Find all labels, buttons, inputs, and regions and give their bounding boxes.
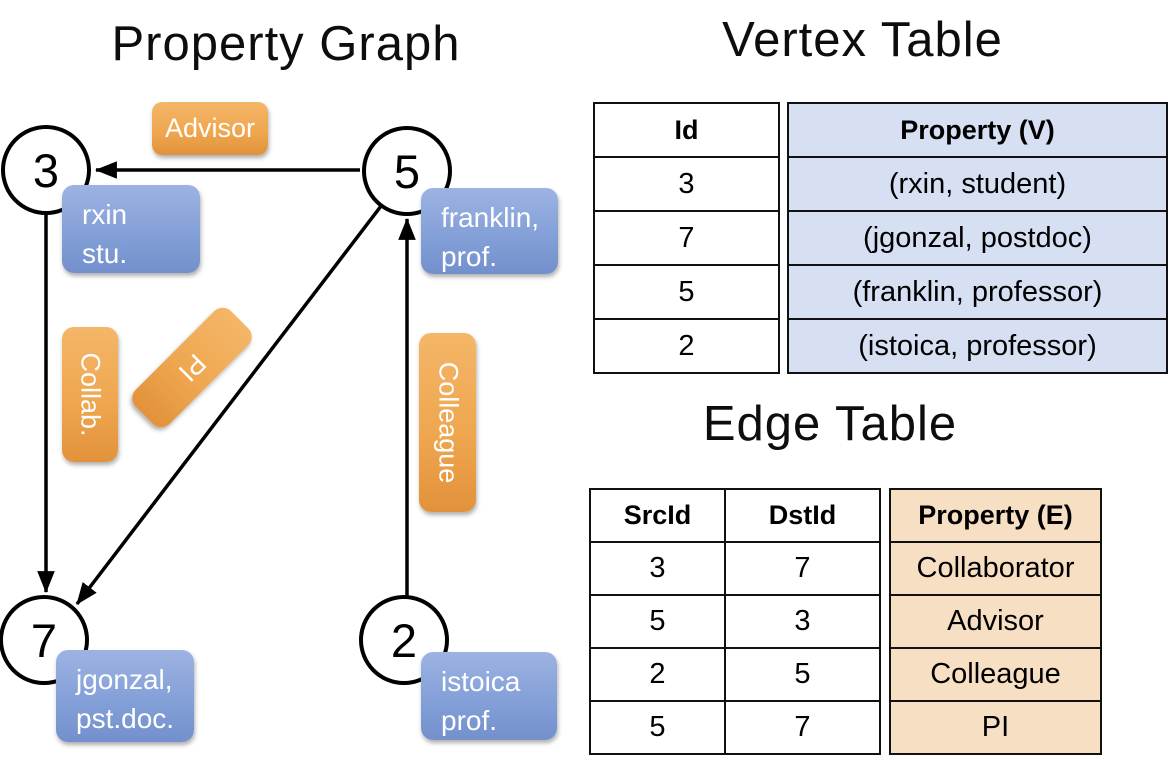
node-2-label: 2 [390, 613, 418, 667]
edge-row-dst: 3 [724, 596, 879, 647]
edge-row-property: Colleague [891, 647, 1100, 700]
vertex-table-property-header: Property (V) [789, 104, 1166, 156]
edge-table-src-dst-columns: SrcId DstId 3 7 5 3 2 5 5 7 [589, 488, 881, 755]
edge-table-property-header: Property (E) [891, 490, 1100, 541]
franklin-vertex-badge: franklin, prof. [421, 188, 558, 274]
vertex-row-property: (franklin, professor) [789, 264, 1166, 318]
vertex-row-id: 7 [595, 210, 778, 264]
istoica-vertex-badge: istoica prof. [421, 652, 557, 740]
franklin-line2: prof. [441, 241, 498, 272]
collab-edge-label: Collab. [75, 352, 106, 437]
vertex-table-id-header: Id [674, 114, 699, 145]
graph-node-2: 2 [359, 595, 449, 685]
rxin-vertex-badge: rxin stu. [62, 185, 200, 273]
colleague-edge-badge: Colleague [419, 333, 476, 512]
istoica-line2: prof. [441, 705, 498, 736]
node-5-label: 5 [393, 144, 421, 198]
graph-node-5: 5 [362, 126, 452, 216]
node-7-label: 7 [30, 613, 58, 667]
jgonzal-vertex-badge: jgonzal, pst.doc. [56, 650, 194, 742]
istoica-line1: istoica [441, 666, 521, 697]
node-3-label: 3 [32, 143, 60, 197]
edge-row-property: Collaborator [891, 541, 1100, 594]
vertex-table-id-column: Id 3 7 5 2 [593, 102, 780, 374]
rxin-line2: stu. [82, 238, 128, 269]
edge-table-dst-header: DstId [724, 490, 879, 541]
edge-row-property: Advisor [891, 594, 1100, 647]
graph-edges-svg [37, 161, 416, 638]
edge-table-title: Edge Table [702, 397, 958, 451]
vertex-row-property: (istoica, professor) [789, 318, 1166, 372]
vertex-table-property-column: Property (V) (rxin, student) (jgonzal, p… [787, 102, 1168, 374]
edge-table-src-header: SrcId [623, 500, 692, 530]
edge-row-dst: 5 [724, 649, 879, 700]
edge-row-dst: 7 [724, 543, 879, 594]
advisor-edge-badge: Advisor [152, 102, 268, 155]
franklin-line1: franklin, [441, 202, 540, 233]
property-graph-panel: Property Graph 3 5 7 2 Advisor Collab. [0, 0, 580, 760]
property-graph-title: Property Graph [111, 17, 461, 71]
collab-edge-badge: Collab. [62, 327, 118, 462]
edge-row-property: PI [891, 700, 1100, 753]
edge-row-src: 3 [649, 552, 666, 584]
vertex-row-id: 3 [595, 156, 778, 210]
jgonzal-line2: pst.doc. [76, 703, 175, 734]
jgonzal-line1: jgonzal, [76, 664, 173, 695]
colleague-edge-label: Colleague [433, 361, 463, 484]
vertex-row-id: 5 [595, 264, 778, 318]
vertex-row-property: (jgonzal, postdoc) [789, 210, 1166, 264]
vertex-row-property: (rxin, student) [789, 156, 1166, 210]
advisor-edge-label: Advisor [164, 113, 256, 143]
pi-edge-label: PI [172, 348, 212, 388]
edge-5-to-7-pi [75, 170, 409, 606]
edge-row-src: 5 [649, 711, 666, 743]
edge-row-src: 2 [649, 658, 666, 690]
vertex-table-title: Vertex Table [722, 13, 1003, 67]
edge-row-dst: 7 [724, 702, 879, 753]
edge-table-property-column: Property (E) Collaborator Advisor Collea… [889, 488, 1102, 755]
edge-row-src: 5 [649, 605, 666, 637]
vertex-row-id: 2 [595, 318, 778, 372]
rxin-line1: rxin [82, 199, 128, 230]
